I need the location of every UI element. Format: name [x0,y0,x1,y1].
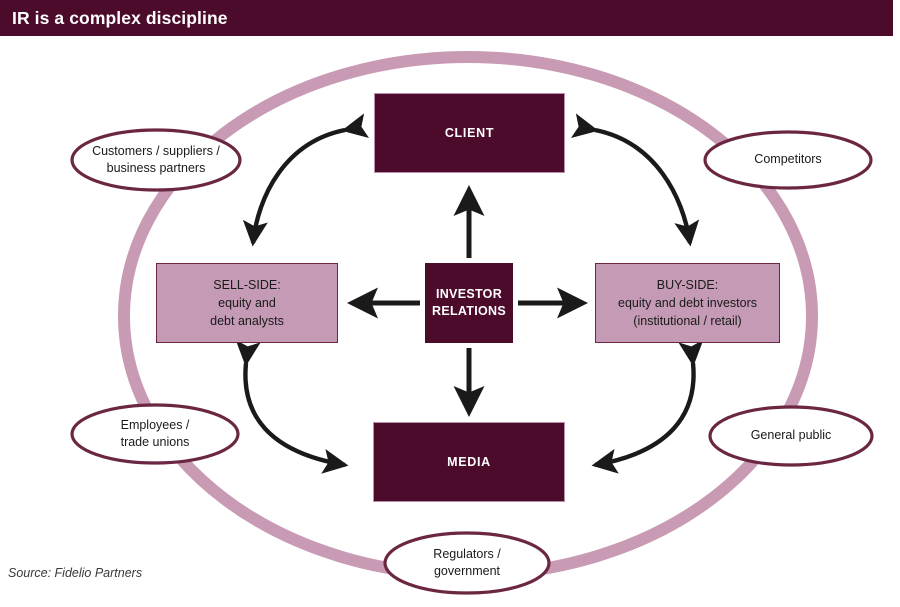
box-buy-side[interactable]: BUY-SIDE: equity and debt investors (ins… [595,263,780,343]
box-investor-relations-line1: INVESTOR [435,287,503,302]
box-investor-relations-text: INVESTOR RELATIONS [432,286,506,320]
box-buy-side-line2: equity and debt investors [618,295,757,310]
stakeholder-ellipse-general-public[interactable] [708,405,874,467]
box-sell-side-text: SELL-SIDE: equity and debt analysts [210,276,284,330]
box-client[interactable]: CLIENT [374,93,565,173]
box-buy-side-line1: BUY-SIDE: [656,277,719,292]
box-media[interactable]: MEDIA [373,422,565,502]
curved-arrow-client-buyside [570,113,700,247]
box-investor-relations-line2: RELATIONS [432,304,506,318]
box-investor-relations[interactable]: INVESTOR RELATIONS [425,263,513,343]
box-sell-side[interactable]: SELL-SIDE: equity and debt analysts [156,263,338,343]
curved-arrow-client-sellside [242,113,370,247]
source-note: Source: Fidelio Partners [8,566,143,580]
curved-arrow-media-sellside [235,339,349,474]
box-buy-side-line3: (institutional / retail) [633,314,742,329]
header-bar: IR is a complex discipline [0,0,893,36]
stakeholder-ellipse-competitors[interactable] [703,130,873,190]
box-buy-side-text: BUY-SIDE: equity and debt investors (ins… [618,276,757,330]
stakeholder-ellipse-regulators[interactable] [383,531,551,595]
box-sell-side-line3: debt analysts [210,314,284,329]
stakeholder-ellipse-employees[interactable] [70,403,240,465]
box-client-label: CLIENT [444,126,495,140]
box-sell-side-line1: SELL-SIDE: [213,277,281,292]
curved-arrow-media-buyside [591,339,704,474]
page-title: IR is a complex discipline [12,7,228,28]
box-media-label: MEDIA [447,455,491,469]
box-sell-side-line2: equity and [218,295,276,310]
stakeholder-ellipse-customers[interactable] [70,128,242,192]
